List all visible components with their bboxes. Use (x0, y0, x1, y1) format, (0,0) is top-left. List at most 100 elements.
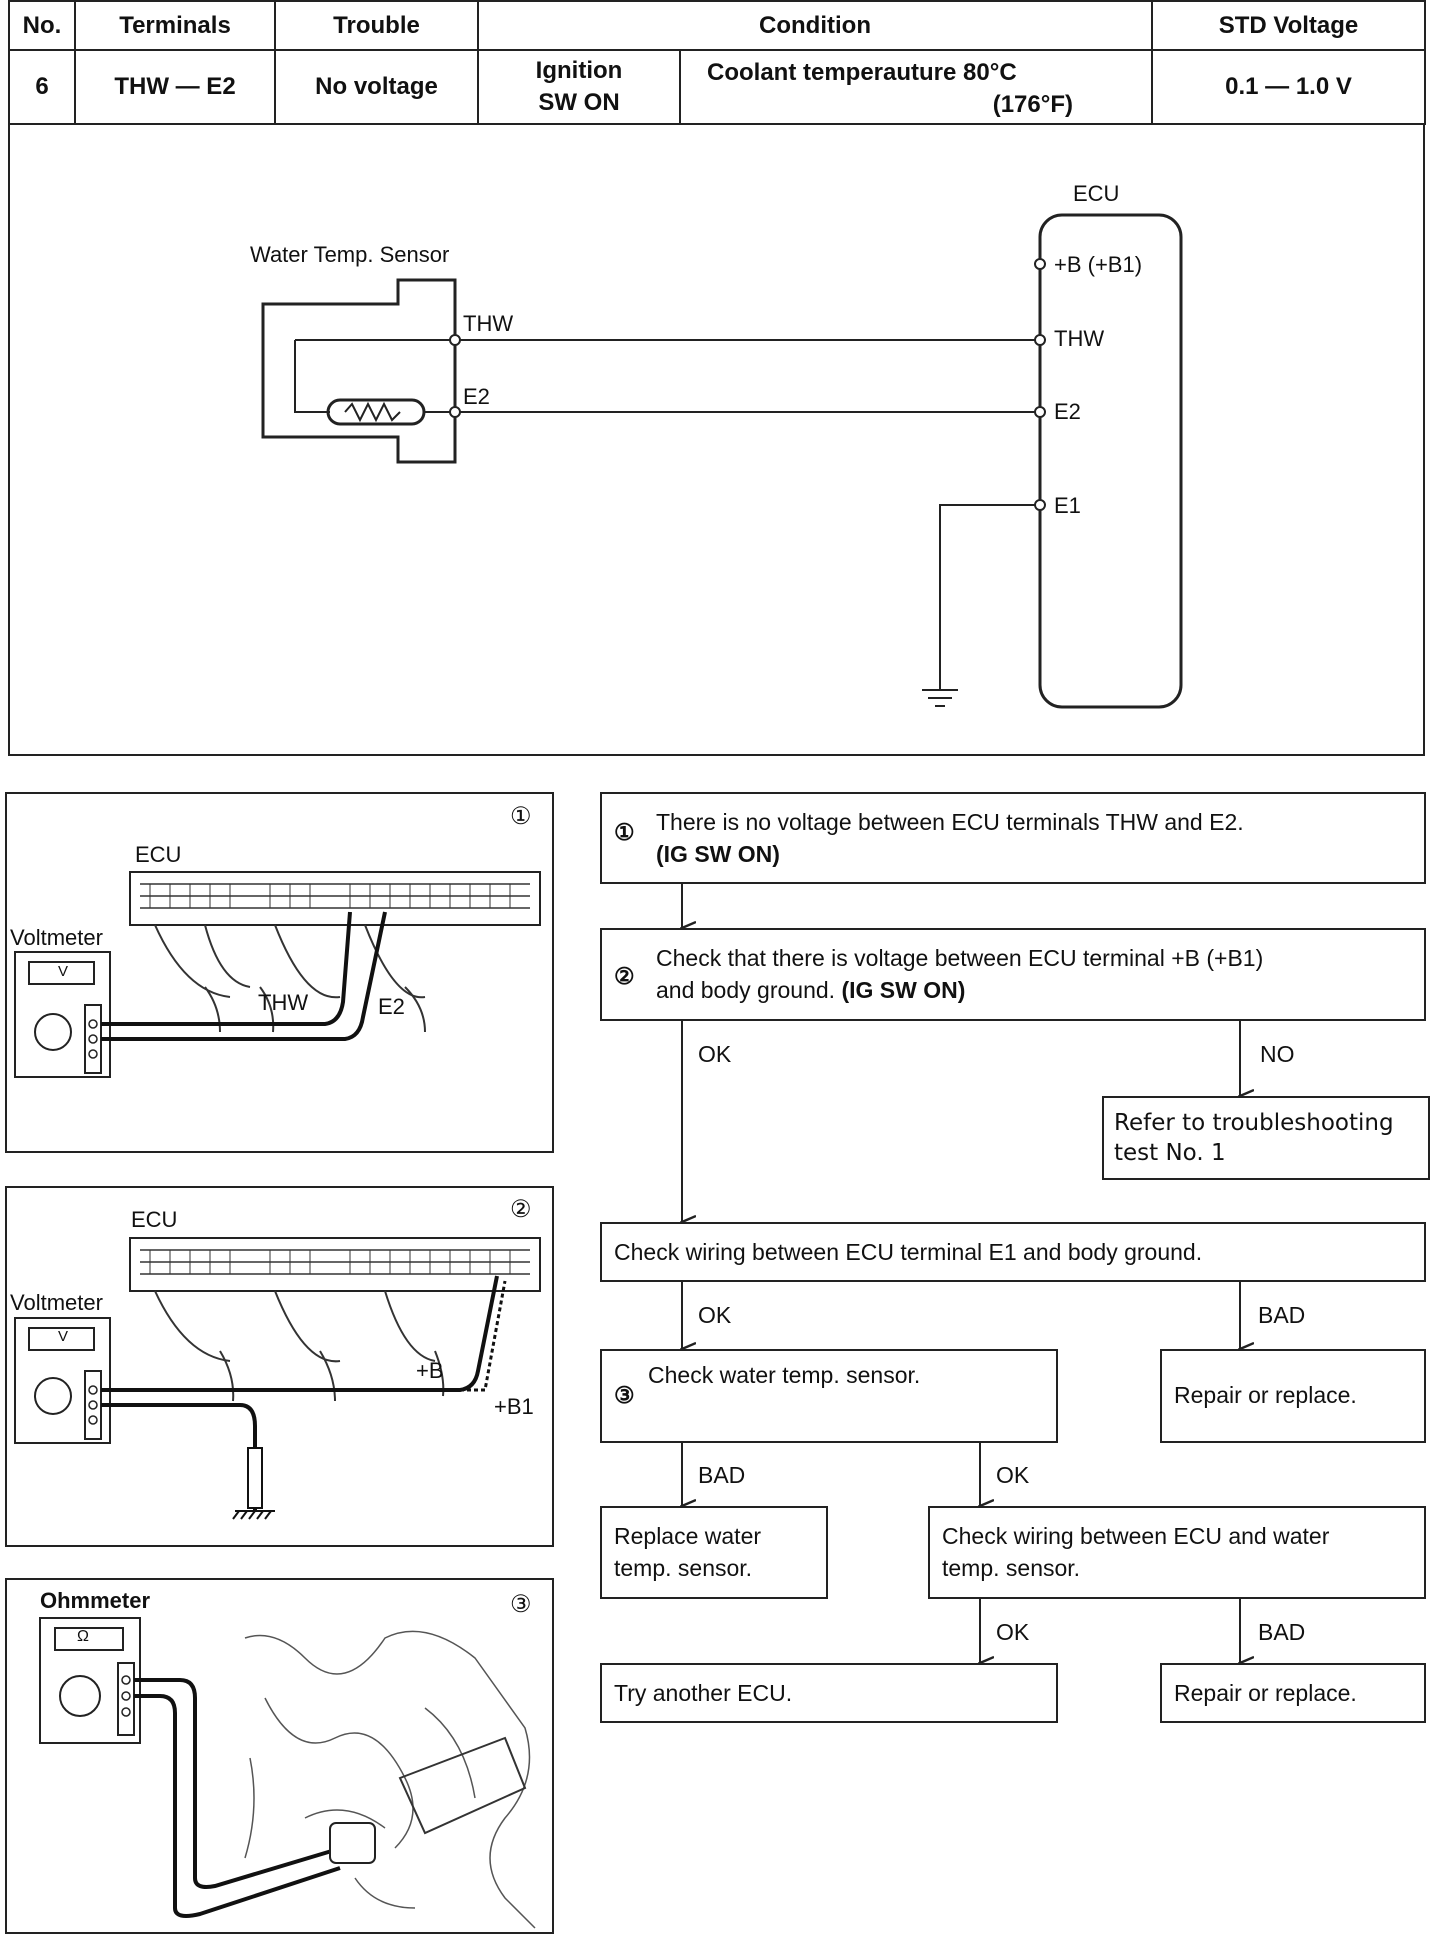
panel-1-ecu-label: ECU (135, 842, 182, 867)
ignition-line2: SW ON (538, 89, 620, 116)
flow-step-3: ③ Check water temp. sensor. (600, 1349, 1058, 1443)
sensor-body (261, 278, 457, 464)
ecu-connector-block (129, 871, 541, 926)
panel-2-probe-b: +B (416, 1358, 444, 1383)
header-no: No. (8, 0, 76, 51)
connector-pin-grid (149, 1250, 511, 1274)
condition-line1: Coolant temperauture 80°C (707, 59, 1017, 86)
harness-wires (154, 1290, 436, 1363)
flow-step-2: ② Check that there is voltage between EC… (600, 928, 1426, 1021)
ignition-line1: Ignition (535, 57, 623, 84)
flow-step-2-condition: (IG SW ON) (841, 977, 966, 1003)
flow-check-wiring: Check wiring between ECU and water temp.… (928, 1506, 1426, 1599)
flow-repair-e1: Repair or replace. (1160, 1349, 1426, 1443)
ohmmeter-dial (59, 1675, 101, 1717)
sensor-e2-label: E2 (463, 384, 490, 409)
voltmeter-display (28, 961, 95, 985)
flow-refer-test-1: Refer to troubleshooting test No. 1 (1102, 1096, 1430, 1180)
edge-no-1: NO (1260, 1041, 1295, 1067)
voltmeter-dial (34, 1013, 72, 1051)
ecu-pin-e2 (1034, 406, 1046, 418)
ecu-pin-thw-label: THW (1054, 326, 1105, 351)
flow-step-1: ① There is no voltage between ECU termin… (600, 792, 1426, 884)
check-wiring-line1: Check wiring between ECU and water (942, 1523, 1330, 1549)
spec-table-header: No. Terminals Trouble Condition STD Volt… (8, 0, 1426, 51)
panel-2-probe-b1: +B1 (494, 1394, 534, 1419)
flow-replace-sensor: Replace water temp. sensor. (600, 1506, 828, 1599)
edge-ok-1: OK (698, 1041, 732, 1067)
sensor-internal-wire (294, 340, 330, 413)
cell-trouble: No voltage (274, 49, 479, 125)
ecu-label: ECU (1073, 181, 1120, 206)
harness-bundles (204, 986, 426, 1033)
refer-line2: test No. 1 (1114, 1140, 1226, 1166)
probe-lead-thw (101, 911, 352, 1026)
flow-repair-wiring: Repair or replace. (1160, 1663, 1426, 1723)
repair-1-text: Repair or replace. (1174, 1382, 1357, 1408)
edge-bad-2: BAD (698, 1462, 746, 1488)
cell-no: 6 (8, 49, 76, 125)
panel-1-meter-face: V (58, 963, 69, 980)
flow-try-another-ecu: Try another ECU. (600, 1663, 1058, 1723)
condition-line2: (176°F) (992, 91, 1073, 118)
ecu-pin-b-label: +B (+B1) (1054, 252, 1143, 277)
probe-lead-ground (101, 1403, 257, 1511)
panel-3-illustration (39, 1617, 536, 1929)
flow-step-2-text: Check that there is voltage between ECU … (656, 945, 1264, 971)
edge-bad-1: BAD (1258, 1302, 1306, 1328)
header-condition: Condition (477, 0, 1153, 51)
edge-ok-3: OK (996, 1462, 1030, 1488)
panel-3-meter-label: Ohmmeter (40, 1588, 151, 1613)
ecu-pin-e2-label: E2 (1054, 399, 1081, 424)
circuit-svg (261, 213, 1183, 709)
connector-pins (140, 883, 530, 909)
refer-line1: Refer to troubleshooting (1114, 1110, 1394, 1136)
panel-2-meter-label: Voltmeter (10, 1290, 103, 1315)
sensor-thw-label: THW (463, 311, 514, 336)
thermistor-zigzag (344, 401, 401, 423)
ohmmeter-display (54, 1627, 124, 1651)
sensor-connector (329, 1822, 376, 1864)
flow-step-1-number: ① (614, 819, 635, 845)
voltmeter-display (28, 1327, 95, 1351)
cell-condition: Coolant temperauture 80°C (176°F) (679, 49, 1153, 125)
flow-step-1-condition: (IG SW ON) (656, 841, 780, 867)
panel-2-illustration (14, 1237, 541, 1520)
voltmeter-dial (34, 1377, 72, 1415)
probe-lead-1 (134, 1678, 336, 1889)
sensor-housing (398, 1736, 527, 1835)
cell-std-voltage: 0.1 — 1.0 V (1151, 49, 1426, 125)
probe-lead-b1 (460, 1280, 507, 1392)
table-row: 6 THW — E2 No voltage Ignition SW ON Coo… (8, 49, 1426, 125)
check-wiring-line2: temp. sensor. (942, 1555, 1081, 1581)
ecu-pin-e1-label: E1 (1054, 493, 1081, 518)
panel-1-number: ① (510, 803, 532, 830)
repair-2-text: Repair or replace. (1174, 1680, 1357, 1706)
edge-ok-2: OK (698, 1302, 732, 1328)
edge-ok-4: OK (996, 1619, 1030, 1645)
flow-check-e1: Check wiring between ECU terminal E1 and… (600, 1222, 1426, 1282)
engine-sketch (244, 1630, 536, 1929)
header-trouble: Trouble (274, 0, 479, 51)
panel-2-number: ② (510, 1196, 532, 1223)
panel-3-meter-face: Ω (77, 1628, 89, 1645)
harness-wires (154, 924, 426, 999)
flow-step-2-text-2: and body ground. (656, 977, 842, 1003)
panel-3-number: ③ (510, 1591, 532, 1618)
flow-step-1-text: There is no voltage between ECU terminal… (656, 809, 1244, 835)
cell-terminals: THW — E2 (74, 49, 276, 125)
connector-pin-grid (149, 884, 511, 908)
ground-symbol (922, 689, 958, 707)
ecu-pin-thw (1034, 334, 1046, 346)
check-e1-text: Check wiring between ECU terminal E1 and… (614, 1239, 1203, 1265)
edge-bad-3: BAD (1258, 1619, 1306, 1645)
spec-table: No. Terminals Trouble Condition STD Volt… (8, 0, 1426, 125)
flow-step-2-number: ② (614, 963, 635, 989)
ecu-box (1038, 213, 1183, 709)
sensor-label: Water Temp. Sensor (250, 242, 450, 267)
panel-1-illustration (14, 871, 541, 1078)
try-ecu-text: Try another ECU. (614, 1680, 793, 1706)
panel-2-ecu-label: ECU (131, 1207, 178, 1232)
ecu-pin-b (1034, 258, 1046, 270)
